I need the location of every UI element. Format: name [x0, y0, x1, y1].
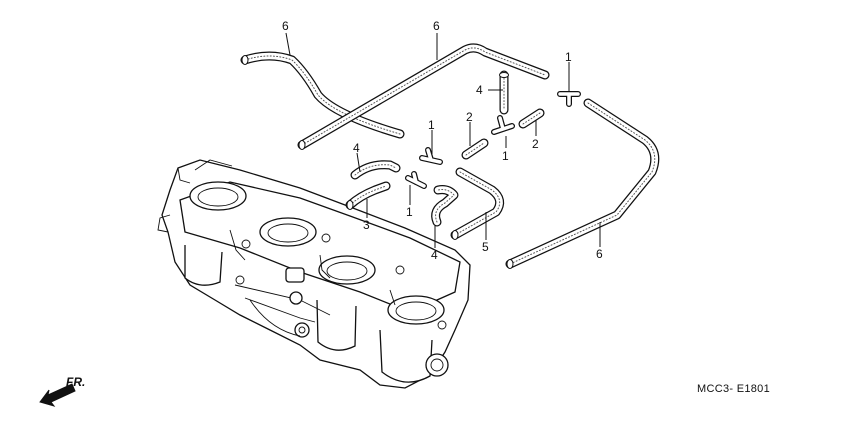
callout-1-center: 1	[502, 149, 509, 163]
hose-6-right-bend	[505, 98, 660, 269]
callout-4-left-elbow: 4	[353, 141, 360, 155]
hose-6-upper-long	[297, 43, 550, 150]
front-label: FR.	[66, 375, 85, 389]
hose-6-upper-left	[240, 51, 405, 139]
front-arrow-icon	[39, 383, 76, 407]
diagram-code: MCC3- E1801	[697, 383, 770, 395]
t-joint-left-lower	[405, 171, 427, 189]
hose-2-right	[518, 108, 545, 129]
callout-6-right-bend: 6	[596, 247, 603, 261]
t-joint-left-upper	[419, 147, 443, 165]
hose-4-left-elbow	[350, 160, 401, 180]
throttle-body-assembly	[157, 159, 471, 389]
callout-2-left: 2	[466, 110, 473, 124]
callout-6-upper-left: 6	[282, 19, 289, 33]
hose-3	[345, 181, 391, 210]
callout-1-left-lower: 1	[406, 205, 413, 219]
callout-1-left-upper: 1	[428, 118, 435, 132]
callout-5: 5	[482, 240, 489, 254]
hose-5	[450, 167, 505, 240]
callout-2-right: 2	[532, 137, 539, 151]
callout-3: 3	[363, 218, 370, 232]
hose-2-left	[461, 138, 489, 160]
leader-lines	[285, 32, 601, 248]
hose-4-lower-elbow	[431, 185, 459, 227]
hose-4-vertical	[499, 70, 509, 115]
callout-1-upper-right: 1	[565, 50, 572, 64]
t-joint-upper-right	[557, 91, 581, 107]
callout-4-vertical: 4	[476, 83, 483, 97]
callout-4-lower-elbow: 4	[431, 248, 438, 262]
t-joint-center	[491, 115, 515, 135]
callout-6-upper-long: 6	[433, 19, 440, 33]
callout-numbers: 6 6 1 4 2 2 1 1 4 3 1 4 5 6	[282, 19, 603, 262]
front-direction-marker: FR.	[39, 375, 85, 407]
